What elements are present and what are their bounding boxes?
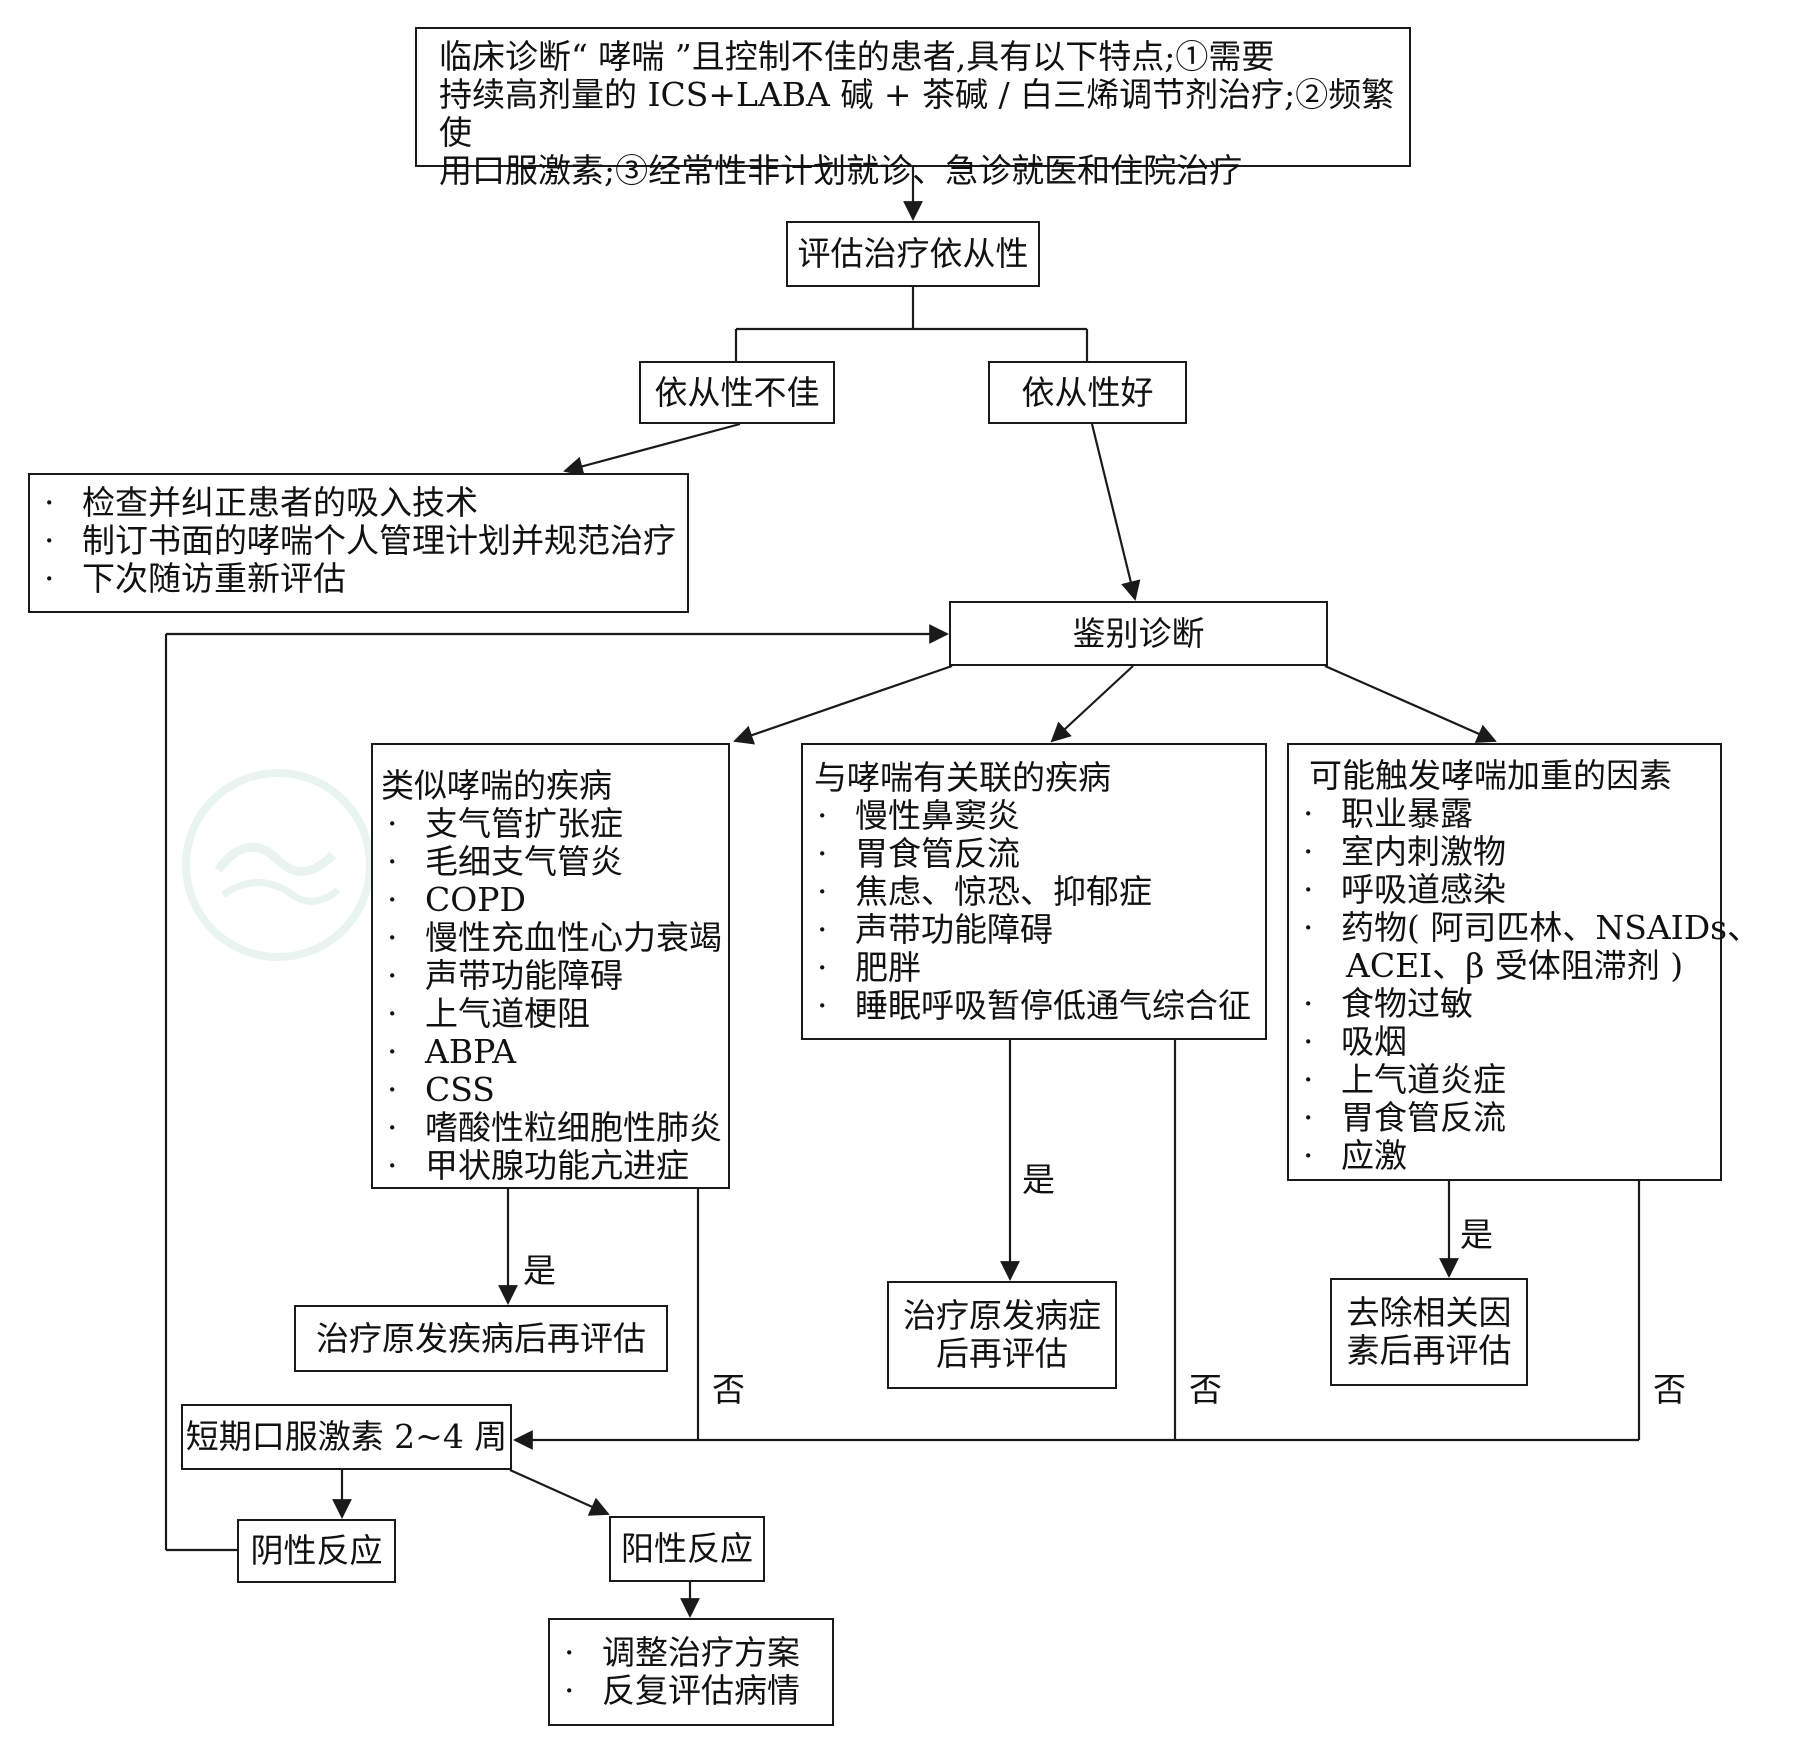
- asthma-associated-diseases-box: 与哮喘有关联的疾病 慢性鼻窦炎 胃食管反流 焦虑、惊恐、抑郁症 声带功能障碍 肥…: [801, 743, 1267, 1040]
- column-title: 可能触发哮喘加重的因素: [1309, 756, 1672, 795]
- result-line: 素后再评估: [1346, 1331, 1512, 1370]
- factor-item: 上气道炎症: [1289, 1061, 1720, 1100]
- yes-label-col2: 是: [1022, 1160, 1055, 1199]
- patient-criteria-box: 临床诊断“ 哮喘 ”且控制不佳的患者,具有以下特点;①需要 持续高剂量的 ICS…: [415, 27, 1411, 190]
- action-item: 制订书面的哮喘个人管理计划并规范治疗: [30, 522, 687, 561]
- yes-label-col1: 是: [523, 1251, 556, 1290]
- oral-steroid-trial-box: 短期口服激素 2~4 周: [181, 1404, 512, 1470]
- factor-item: 胃食管反流: [1289, 1099, 1720, 1138]
- yes-label-col3: 是: [1460, 1215, 1493, 1254]
- result-line: 后再评估: [936, 1334, 1068, 1373]
- factor-item: 食物过敏: [1289, 985, 1720, 1024]
- action-item: 下次随访重新评估: [30, 560, 687, 599]
- disease-item: 上气道梗阻: [373, 995, 728, 1034]
- action-item: 检查并纠正患者的吸入技术: [30, 484, 687, 523]
- disease-item: 肥胖: [803, 949, 1265, 988]
- factor-item-continued: ACEI、β 受体阻滞剂 ): [1346, 946, 1684, 985]
- assess-adherence-box: 评估治疗依从性: [786, 221, 1040, 287]
- final-actions-box: 调整治疗方案 反复评估病情: [548, 1618, 834, 1726]
- final-action-item: 调整治疗方案: [550, 1634, 832, 1673]
- no-label-col2: 否: [1189, 1370, 1222, 1409]
- column-title: 类似哮喘的疾病: [381, 766, 612, 805]
- negative-response-box: 阴性反应: [237, 1519, 396, 1583]
- poor-adherence-actions: 检查并纠正患者的吸入技术 制订书面的哮喘个人管理计划并规范治疗 下次随访重新评估: [28, 473, 689, 613]
- final-action-item: 反复评估病情: [550, 1672, 832, 1711]
- factor-item: 吸烟: [1289, 1023, 1720, 1062]
- no-label-col3: 否: [1653, 1370, 1686, 1409]
- poor-adherence-box: 依从性不佳: [639, 361, 835, 424]
- factor-item: 应激: [1289, 1137, 1720, 1176]
- asthma-like-diseases-box: 类似哮喘的疾病 支气管扩张症 毛细支气管炎 COPD 慢性充血性心力衰竭 声带功…: [371, 743, 730, 1189]
- trigger-factors-box: 可能触发哮喘加重的因素 职业暴露 室内刺激物 呼吸道感染 药物( 阿司匹林、NS…: [1287, 743, 1760, 1181]
- disease-item: 声带功能障碍: [373, 957, 728, 996]
- no-label-col1: 否: [712, 1370, 745, 1409]
- treat-primary-disease-box: 治疗原发疾病后再评估: [294, 1305, 668, 1372]
- good-adherence-box: 依从性好: [988, 361, 1187, 424]
- disease-item: 甲状腺功能亢进症: [373, 1147, 728, 1186]
- disease-item: 毛细支气管炎: [373, 843, 728, 882]
- positive-response-box: 阳性反应: [609, 1516, 765, 1582]
- disease-item: 胃食管反流: [803, 835, 1265, 874]
- disease-item: 焦虑、惊恐、抑郁症: [803, 873, 1265, 912]
- treat-primary-condition-box: 治疗原发病症 后再评估: [887, 1281, 1117, 1389]
- criteria-line-1: 临床诊断“ 哮喘 ”且控制不佳的患者,具有以下特点;①需要: [439, 37, 1275, 76]
- disease-item: COPD: [373, 881, 728, 920]
- remove-factors-box: 去除相关因 素后再评估: [1330, 1278, 1528, 1386]
- disease-item: 慢性鼻窦炎: [803, 797, 1265, 836]
- disease-item: 嗜酸性粒细胞性肺炎: [373, 1109, 728, 1148]
- factor-item: 职业暴露: [1289, 795, 1720, 834]
- disease-item: CSS: [373, 1071, 728, 1110]
- column-title: 与哮喘有关联的疾病: [814, 758, 1111, 797]
- disease-item: 支气管扩张症: [373, 805, 728, 844]
- disease-item: ABPA: [373, 1033, 728, 1072]
- disease-item: 声带功能障碍: [803, 911, 1265, 950]
- differential-diagnosis-box: 鉴别诊断: [949, 601, 1328, 666]
- criteria-line-3: 用口服激素;③经常性非计划就诊、急诊就医和住院治疗: [439, 151, 1243, 190]
- criteria-line-2: 持续高剂量的 ICS+LABA 碱 + 茶碱 / 白三烯调节剂治疗;②频繁使: [439, 75, 1395, 152]
- result-line: 去除相关因: [1346, 1293, 1512, 1332]
- result-line: 治疗原发病症: [903, 1296, 1101, 1335]
- factor-item: 药物( 阿司匹林、NSAIDs、: [1289, 909, 1760, 948]
- factor-item: 室内刺激物: [1289, 833, 1720, 872]
- factor-item: 呼吸道感染: [1289, 871, 1720, 910]
- disease-item: 慢性充血性心力衰竭: [373, 919, 728, 958]
- disease-item: 睡眠呼吸暂停低通气综合征: [803, 987, 1265, 1026]
